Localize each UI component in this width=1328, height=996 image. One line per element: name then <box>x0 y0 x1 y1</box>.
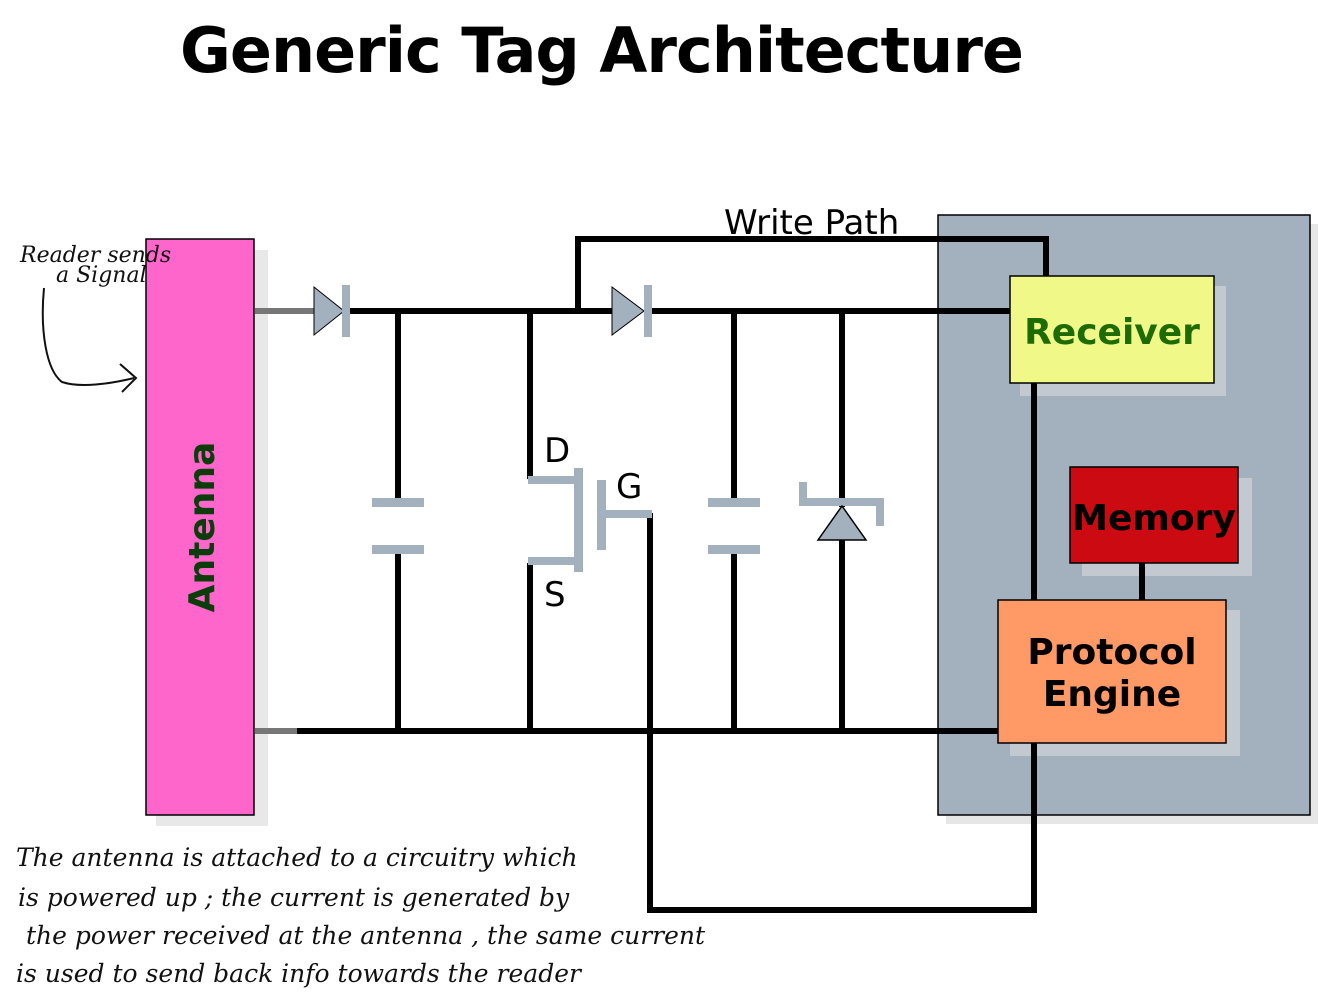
antenna-label: Antenna <box>182 442 223 613</box>
protocol-engine-label-line1: Protocol <box>1027 632 1196 673</box>
diode-1 <box>313 285 350 337</box>
receiver-block: Receiver <box>1009 275 1215 384</box>
capacitor-2 <box>708 498 760 554</box>
page-title: Generic Tag Architecture <box>180 14 1024 87</box>
mosfet-transistor <box>528 468 652 572</box>
protocol-engine-block: Protocol Engine <box>997 599 1227 744</box>
note-line-4: is used to send back info towards the re… <box>16 959 583 988</box>
capacitor-1 <box>372 498 424 554</box>
diode-2 <box>611 285 652 337</box>
zener-diode <box>799 482 884 541</box>
note-line-1: The antenna is attached to a circuitry w… <box>16 843 578 872</box>
write-path-label: Write Path <box>724 203 899 243</box>
note-line-3: the power received at the antenna , the … <box>26 921 706 950</box>
note-line-2: is powered up ; the current is generated… <box>18 883 570 912</box>
drain-label: D <box>544 431 570 471</box>
memory-label: Memory <box>1072 498 1236 539</box>
handwritten-note: The antenna is attached to a circuitry w… <box>16 843 706 988</box>
source-label: S <box>544 575 566 615</box>
memory-block: Memory <box>1069 466 1239 564</box>
gate-label: G <box>616 467 642 507</box>
antenna-block: Antenna <box>145 238 255 816</box>
reader-annotation: Reader sends a Signal <box>19 243 171 393</box>
protocol-engine-label-line2: Engine <box>1043 674 1181 715</box>
receiver-label: Receiver <box>1024 312 1200 353</box>
arrow-icon <box>41 287 135 386</box>
reader-note-line1: Reader sends <box>19 243 171 268</box>
reader-note-line2: a Signal <box>56 263 147 288</box>
